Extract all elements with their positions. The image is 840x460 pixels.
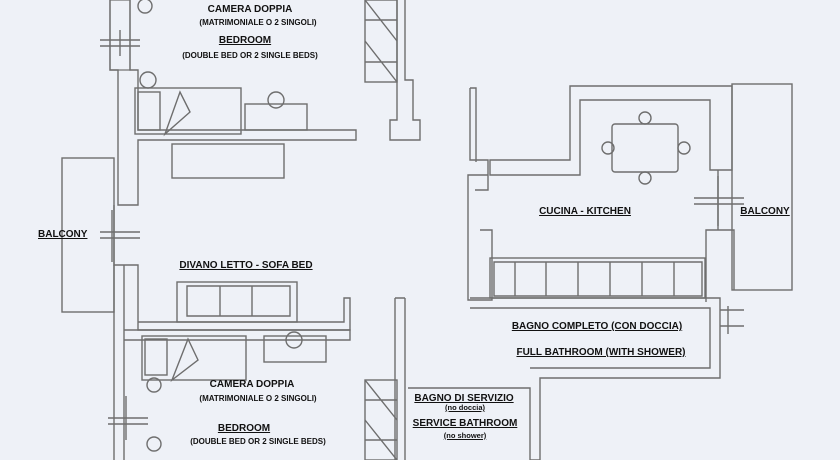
wall-bottom-bedroom [124,329,351,341]
wall-bath [408,297,744,460]
chair-icon [638,171,652,185]
label-bedroom-bottom: BEDROOM [217,423,271,434]
pillow [137,91,161,131]
bed-sheet-fold [170,337,199,383]
label-matrimoniale-top: (MATRIMONIALE O 2 SINGOLI) [199,18,317,27]
lamp-icon [146,436,162,452]
bed-sheet-fold [163,90,191,137]
wall-hall-bottom [394,297,406,460]
label-bagno-servizio: BAGNO DI SERVIZIO [414,393,514,404]
label-no-doccia: (no doccia) [444,403,486,412]
wall-kitchen-top [489,85,733,176]
bed [134,87,242,135]
label-matrimoniale-bottom: (MATRIMONIALE O 2 SINGOLI) [199,394,317,403]
wall-kitchen [467,87,493,301]
balcony-right [731,83,793,291]
chair-icon [638,111,652,125]
label-service-bathroom: SERVICE BATHROOM [412,418,518,429]
label-no-shower: (no shower) [443,431,487,440]
lamp-icon [146,377,162,393]
kitchen-counter [489,257,706,299]
wall-kitchen-right [705,170,735,302]
window [108,396,148,440]
label-divano-letto: DIVANO LETTO - SOFA BED [179,260,313,271]
lamp-icon [137,0,153,14]
wall-left-top [109,0,357,206]
chair-icon [285,331,303,349]
window [694,176,744,226]
wall-hall-top [389,0,421,141]
wall-segment [109,0,131,71]
pillow [144,338,168,376]
kitchen-table [611,123,679,173]
desk [263,335,327,363]
closet-bottom [364,379,398,460]
chair-icon [267,91,285,109]
label-bagno-completo: BAGNO COMPLETO (CON DOCCIA) [511,321,683,332]
bed [141,335,247,381]
label-full-bathroom: FULL BATHROOM (WITH SHOWER) [516,347,686,358]
lamp-icon [139,71,157,89]
label-balcony-right: BALCONY [740,206,790,217]
label-double-bed-top: (DOUBLE BED OR 2 SINGLE BEDS) [182,51,318,60]
label-balcony-left: BALCONY [38,229,88,240]
chair-icon [677,141,691,155]
label-camera-doppia-bottom: CAMERA DOPPIA [209,379,295,390]
chair-icon [601,141,615,155]
label-camera-doppia-top: CAMERA DOPPIA [207,4,293,15]
label-cucina-kitchen: CUCINA - KITCHEN [539,206,631,217]
sofa-bed [176,281,298,323]
window [100,30,140,56]
label-double-bed-bottom: (DOUBLE BED OR 2 SINGLE BEDS) [190,437,326,446]
window [100,210,140,262]
desk [244,103,308,131]
wardrobe [171,143,285,179]
closet-top [364,0,398,83]
label-bedroom-top: BEDROOM [218,35,272,46]
